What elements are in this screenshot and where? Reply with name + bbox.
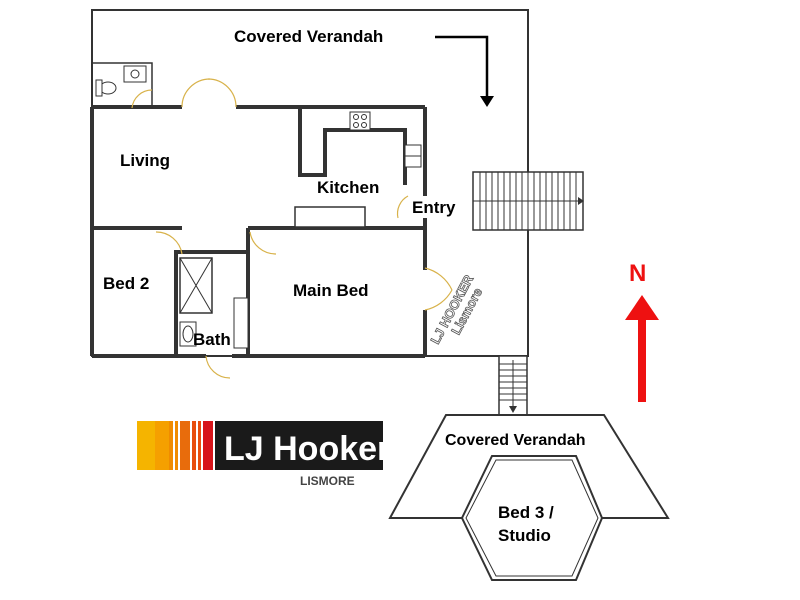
- room-label-verandah-bottom: Covered Verandah: [445, 432, 586, 449]
- sink-icon: [404, 144, 422, 168]
- room-label-bed3-line2: Studio: [498, 526, 551, 545]
- toilet-icon: [95, 65, 147, 97]
- studio-stairs-icon: [498, 355, 528, 417]
- room-label-kitchen: Kitchen: [317, 178, 379, 197]
- north-arrow-icon: [625, 295, 659, 402]
- studio-building: [388, 414, 670, 581]
- brand-logo: [137, 421, 383, 470]
- verandah-arrow-icon: [435, 35, 494, 107]
- verandah-outline: [91, 9, 529, 357]
- room-label-main-bed: Main Bed: [293, 281, 369, 300]
- room-label-entry: Entry: [412, 198, 456, 217]
- north-label: N: [629, 260, 646, 287]
- room-label-bed3-line1: Bed 3 /: [498, 503, 554, 522]
- stove-icon: [349, 111, 371, 131]
- house-walls: [90, 62, 427, 358]
- watermark: LJ HOOKER Lismore: [427, 271, 486, 346]
- logo-brand-text: LJ Hooker: [224, 430, 390, 468]
- doors: [131, 78, 453, 379]
- room-label-living: Living: [120, 151, 170, 170]
- room-label-verandah-top: Covered Verandah: [234, 27, 383, 46]
- room-label-bath: Bath: [193, 330, 231, 349]
- bath-tub-icon: [179, 297, 249, 349]
- room-label-bed2: Bed 2: [103, 274, 149, 293]
- logo-office-text: LISMORE: [300, 474, 355, 488]
- stairs-icon: [472, 171, 584, 231]
- shower-icon: [179, 257, 213, 314]
